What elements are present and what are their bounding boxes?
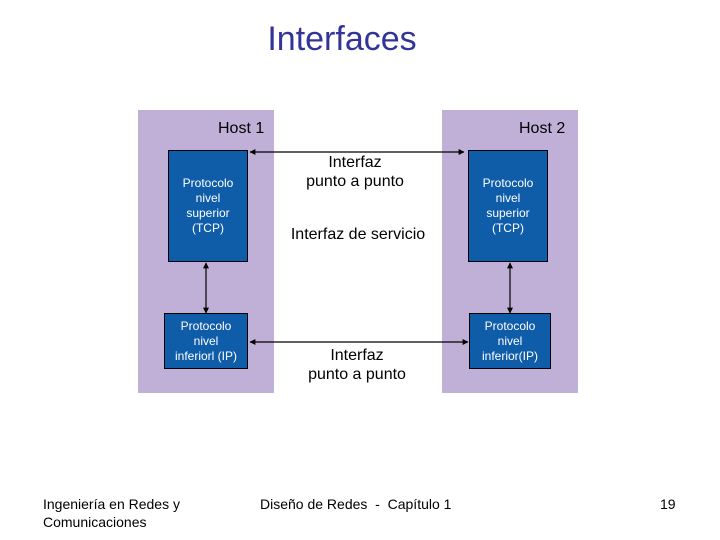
host2-lower-protocol-box: Protocolo nivel inferior(IP) xyxy=(469,313,551,369)
host2-upper-text: Protocolo xyxy=(482,176,534,190)
host1-upper-text: (TCP) xyxy=(191,221,224,235)
host1-upper-text: Protocolo xyxy=(182,176,234,190)
bottom-interface-line2: punto a punto xyxy=(308,366,406,383)
host1-label: Host 1 xyxy=(218,120,265,137)
host1-lower-text: nivel xyxy=(193,333,219,348)
top-interface-line2: punto a punto xyxy=(306,173,404,190)
footer-course: Ingeniería en Redes y Comunicaciones xyxy=(43,495,180,531)
host1-upper-protocol-box: Protocolo nivel superior (TCP) xyxy=(168,150,248,262)
host2-upper-protocol-box: Protocolo nivel superior (TCP) xyxy=(468,150,548,262)
slide-title: Interfaces xyxy=(267,20,417,58)
service-interface-label: Interfaz de servicio xyxy=(290,226,426,243)
host2-lower-text: nivel xyxy=(497,333,523,348)
bottom-interface-label: Interfaz punto a punto xyxy=(282,346,432,384)
page-number: 19 xyxy=(660,496,676,512)
top-interface-label: Interfaz punto a punto xyxy=(280,153,430,191)
host1-upper-text: superior xyxy=(186,206,230,220)
bottom-interface-line1: Interfaz xyxy=(330,347,384,364)
host2-upper-text: nivel xyxy=(495,191,521,205)
host1-lower-text: Protocolo xyxy=(180,318,232,333)
host1-upper-text: nivel xyxy=(195,191,221,205)
host2-upper-text: superior xyxy=(486,206,530,220)
top-interface-line1: Interfaz xyxy=(328,154,382,171)
footer-course-line1: Ingeniería en Redes y xyxy=(43,496,180,512)
host2-upper-text: (TCP) xyxy=(491,221,524,235)
footer-course-line2: Comunicaciones xyxy=(43,514,147,530)
host1-lower-text: inferiorl (IP) xyxy=(174,348,237,363)
host2-lower-text: inferior(IP) xyxy=(481,348,538,363)
footer-chapter: Diseño de Redes - Capítulo 1 xyxy=(260,496,452,512)
host1-lower-protocol-box: Protocolo nivel inferiorl (IP) xyxy=(164,313,248,369)
host2-lower-text: Protocolo xyxy=(484,318,536,333)
host2-label: Host 2 xyxy=(519,120,566,137)
